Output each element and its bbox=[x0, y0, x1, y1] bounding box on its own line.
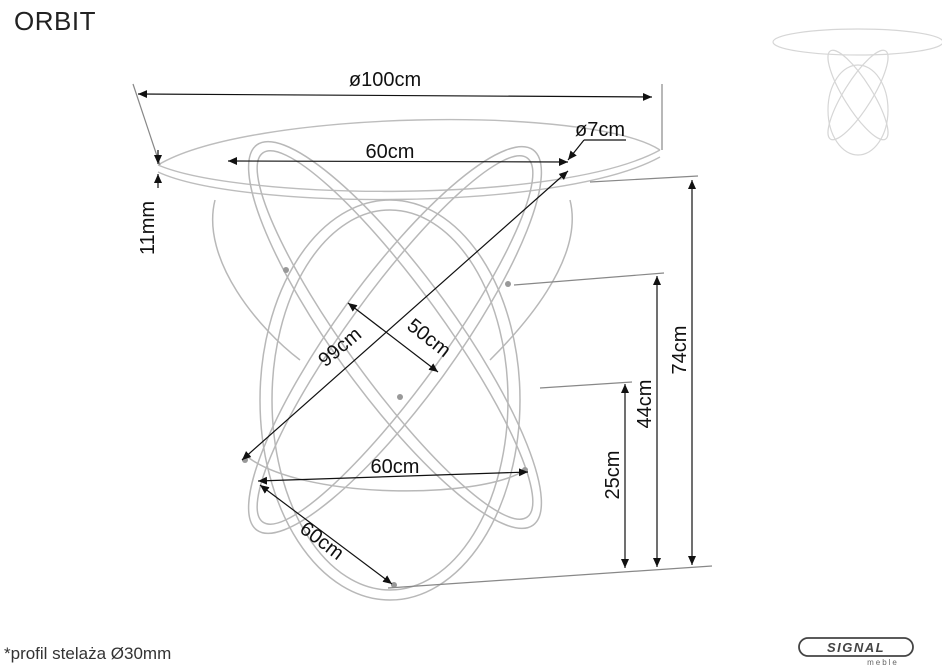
label-base-width: 60cm bbox=[371, 456, 420, 478]
label-base-depth: 60cm bbox=[295, 518, 347, 565]
dimension-lines bbox=[132, 83, 713, 589]
thumbnail-preview bbox=[772, 28, 942, 156]
label-tube-diameter: ø7cm bbox=[575, 119, 625, 141]
logo-sub-text: meble bbox=[867, 658, 899, 666]
label-inner-width: 60cm bbox=[366, 141, 415, 163]
label-glass-thickness: 11mm bbox=[137, 201, 159, 255]
product-title: ORBIT bbox=[14, 6, 96, 36]
signal-logo: SIGNAL meble bbox=[798, 637, 914, 666]
footnote: *profil stelaża Ø30mm bbox=[4, 644, 172, 663]
logo-brand-text: SIGNAL bbox=[827, 640, 885, 655]
label-diagonal-long: 99cm bbox=[314, 323, 366, 371]
label-height-mid: 44cm bbox=[634, 380, 656, 429]
label-top-diameter: ø100cm bbox=[349, 69, 421, 91]
label-diagonal-short: 50cm bbox=[403, 315, 455, 362]
label-height-total: 74cm bbox=[669, 326, 691, 375]
label-height-low: 25cm bbox=[602, 451, 624, 500]
